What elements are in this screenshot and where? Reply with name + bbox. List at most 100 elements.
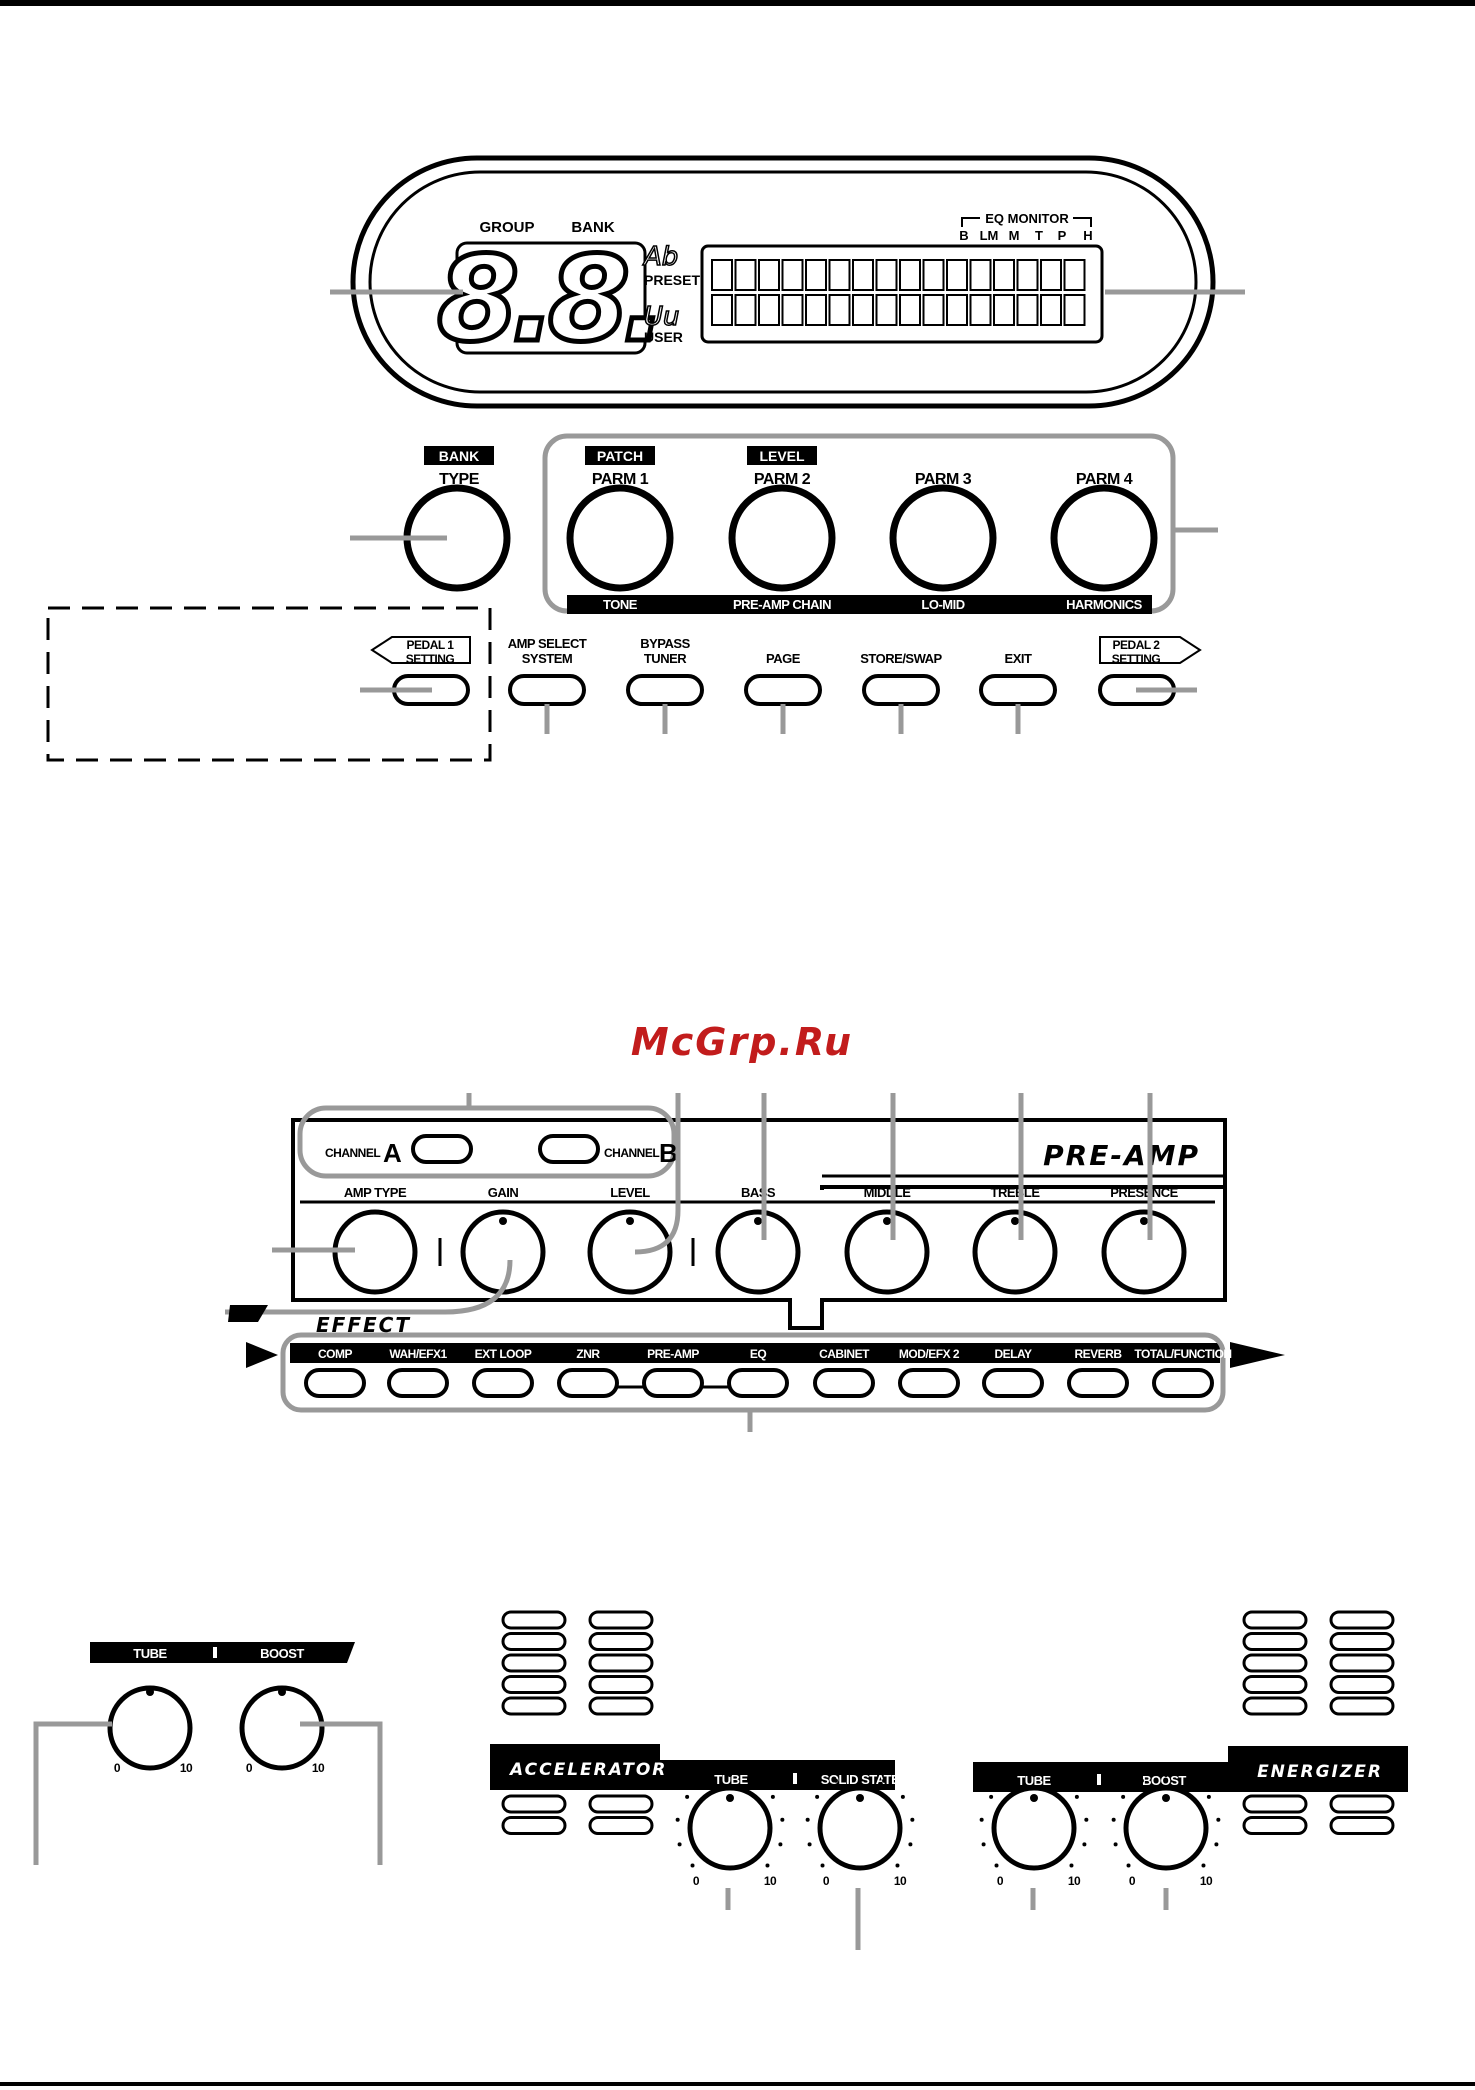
accel-lower-left-led — [501, 1794, 567, 1814]
lcd-cell — [875, 259, 898, 291]
lcd-cell — [899, 259, 921, 291]
channel-a-label: CHANNEL — [325, 1146, 380, 1160]
channel-b-button[interactable] — [538, 1134, 600, 1164]
eq-band-lm: LM — [980, 228, 999, 243]
led-window — [455, 241, 647, 355]
svg-text:0: 0 — [114, 1761, 121, 1775]
pedal2-tag — [1099, 636, 1202, 664]
eq-band-b: B — [959, 228, 968, 243]
button2-label-2: TUNER — [644, 651, 687, 666]
lcd-window — [700, 244, 1104, 344]
accel-lower-left-led — [501, 1816, 567, 1835]
lcd-cell — [922, 294, 945, 326]
lcd-cell — [993, 294, 1015, 326]
lcd-cell — [899, 294, 921, 326]
left-boost-label: BOOST — [260, 1646, 304, 1661]
bottom-rule — [0, 2082, 1475, 2086]
pedal-dashed-area — [46, 606, 492, 762]
effect-button-3[interactable] — [472, 1368, 534, 1398]
energ-upper-left-led — [1242, 1653, 1308, 1673]
button1-label-1: AMP SELECT — [508, 636, 587, 651]
button-4[interactable] — [862, 674, 940, 706]
effect-button-11[interactable] — [1152, 1368, 1214, 1398]
parm-sub-bar — [567, 595, 1152, 614]
parm2-knob[interactable] — [732, 488, 832, 588]
energ-upper-left-led — [1242, 1632, 1308, 1651]
accel-lower-right-led — [588, 1794, 654, 1814]
lcd-cell — [852, 294, 874, 326]
pedal2-line1: PEDAL 2 — [1113, 638, 1161, 652]
channel-a-button[interactable] — [411, 1134, 473, 1164]
effect-button-6[interactable] — [727, 1368, 789, 1398]
lcd-cell — [993, 259, 1015, 291]
parm1-knob[interactable] — [570, 488, 670, 588]
effect-label-9: DELAY — [994, 1347, 1032, 1361]
pedal2-line2: SETTING — [1112, 652, 1161, 666]
lcd-cell — [1016, 294, 1039, 326]
effect-label-4: ZNR — [576, 1347, 600, 1361]
channel-group-frame — [297, 1105, 677, 1179]
accel-upper-left-led — [501, 1696, 567, 1716]
effect-label-8: MOD/EFX 2 — [899, 1347, 960, 1361]
effect-button-2[interactable] — [387, 1368, 449, 1398]
channel-b-letter: B — [659, 1138, 678, 1168]
parm3-knob[interactable] — [893, 488, 993, 588]
lcd-cell — [828, 294, 851, 326]
accel-upper-right-led — [588, 1675, 654, 1694]
effect-button-1[interactable] — [304, 1368, 366, 1398]
led-digits: 8.8. — [437, 230, 659, 368]
lcd-cell — [781, 294, 804, 326]
accel-tube-label: TUBE — [714, 1772, 748, 1787]
lcd-cell — [1063, 259, 1086, 291]
parm2-sub-label: PRE-AMP CHAIN — [733, 597, 831, 612]
lcd-cell — [875, 294, 898, 326]
accel-upper-right-led — [588, 1653, 654, 1673]
effect-button-8[interactable] — [898, 1368, 960, 1398]
preamp-knob-label-4: BASS — [741, 1185, 776, 1200]
parm4-knob[interactable] — [1054, 488, 1154, 588]
effect-label-5: PRE-AMP — [647, 1347, 699, 1361]
accel-lower-right-led — [588, 1816, 654, 1835]
user-label: USER — [644, 329, 683, 345]
lcd-cell — [758, 294, 780, 326]
left-boost-knob[interactable] — [242, 1688, 322, 1768]
watermark: McGrp.Ru — [631, 1020, 853, 1064]
preamp-knob-label-5: MIDDLE — [864, 1185, 912, 1200]
button-5[interactable] — [979, 674, 1057, 706]
svg-text:10: 10 — [180, 1761, 193, 1775]
button-1[interactable] — [508, 674, 586, 706]
effect-button-10[interactable] — [1067, 1368, 1129, 1398]
parm4-label: PARM 4 — [1076, 471, 1133, 488]
parm4-sub-label: HARMONICS — [1066, 597, 1142, 612]
button-3[interactable] — [744, 674, 822, 706]
energ-upper-left-led — [1242, 1696, 1308, 1716]
lcd-cell — [852, 259, 874, 291]
effect-button-5[interactable] — [642, 1368, 704, 1398]
eq-band-p: P — [1058, 228, 1067, 243]
accel-upper-right-led — [588, 1696, 654, 1716]
preamp-knob-label-7: PRESENCE — [1110, 1185, 1178, 1200]
leader-level — [634, 1093, 681, 1255]
lcd-cell — [781, 259, 804, 291]
energ-lower-left-led — [1242, 1794, 1308, 1814]
parm-tag-box — [585, 446, 655, 465]
energ-tube-knob-max: 10 — [1068, 1874, 1081, 1888]
effect-button-7[interactable] — [813, 1368, 875, 1398]
parm3-label: PARM 3 — [915, 471, 972, 488]
lcd-cell — [969, 294, 992, 326]
lcd-cell — [711, 259, 733, 291]
effect-button-9[interactable] — [982, 1368, 1044, 1398]
left-tube-knob[interactable] — [110, 1688, 190, 1768]
pedal1-tag — [370, 636, 471, 664]
effect-button-4[interactable] — [557, 1368, 619, 1398]
channel-a-letter: A — [383, 1138, 402, 1168]
button-2[interactable] — [626, 674, 704, 706]
eq-band-h: H — [1083, 228, 1092, 243]
user-glyph: Uu — [644, 302, 680, 332]
accel-tube-knob-min: 0 — [693, 1874, 700, 1888]
lcd-cell — [922, 259, 945, 291]
effect-label-6: EQ — [750, 1347, 767, 1361]
lcd-cell — [1016, 259, 1039, 291]
energ-upper-right-led — [1329, 1675, 1395, 1694]
